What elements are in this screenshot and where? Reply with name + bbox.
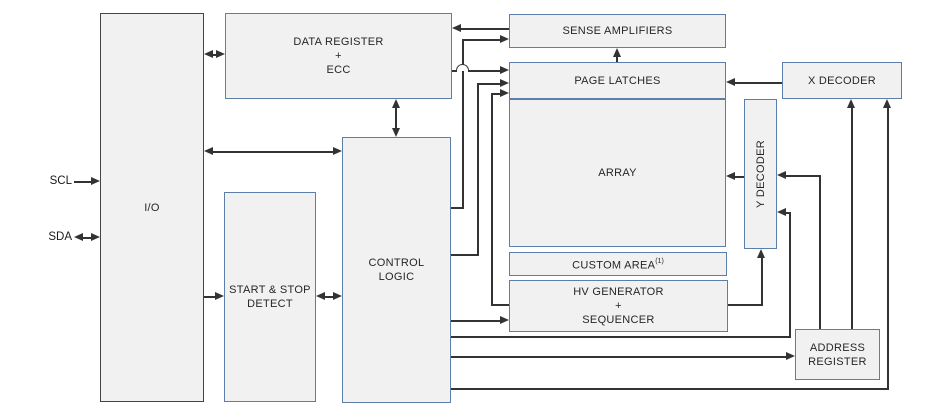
page-latches-label: PAGE LATCHES (574, 74, 661, 87)
arrowhead-ctrl-into-io (204, 147, 213, 155)
arrowhead-senseamp-into-datareg (452, 24, 461, 32)
connector-control-logic-hv-generator (451, 320, 501, 322)
block-address-register: ADDRESS REGISTER (795, 329, 880, 380)
arrowhead-ctrl-into-startstop (316, 292, 325, 300)
connector-x-decoder-page-latches (734, 82, 782, 84)
hv-generator-label-line2: + (615, 300, 622, 312)
block-start-stop-detect: START & STOP DETECT (224, 192, 316, 402)
arrowhead-startstop-into-ctrl (333, 292, 342, 300)
arrowhead-datareg-into-io (204, 50, 213, 58)
block-y-decoder: Y DECODER (744, 99, 777, 249)
hv-generator-label-line3: SEQUENCER (582, 314, 655, 326)
arrowhead-io-into-datareg (216, 50, 225, 58)
connector-sense-amplifiers-data-register (460, 28, 509, 30)
connector-ctrl-xdecoder-riser (887, 106, 889, 389)
line-jump-arc (456, 64, 469, 71)
connector-ctrl-senseamp-stub (451, 207, 463, 209)
io-label: I/O (144, 201, 160, 214)
data-register-label-line1: DATA REGISTER (293, 36, 384, 48)
connector-ctrl-ydecoder-riser (789, 212, 791, 337)
start-stop-detect-label-line2: DETECT (247, 298, 293, 310)
hv-generator-label-line1: HV GENERATOR (573, 286, 664, 298)
arrowhead-sda-out (74, 233, 83, 241)
connector-hvgen-pagelatches-stub (491, 304, 509, 306)
connector-io-start-stop (204, 296, 216, 298)
block-array: ARRAY (509, 99, 726, 247)
arrowhead-addrreg-into-xdecoder (847, 99, 855, 108)
arrowhead-sda-into-io (91, 233, 100, 241)
arrowhead-datareg-into-ctrl (392, 128, 400, 137)
connector-ctrl-pagelatches-stub (451, 254, 479, 256)
connector-sda-to-io (82, 237, 92, 239)
control-logic-label-line2: LOGIC (378, 271, 415, 283)
data-register-label-line2: + (335, 50, 342, 62)
start-stop-detect-label-line1: START & STOP (229, 284, 311, 296)
connector-io-data-register (212, 54, 217, 56)
arrowhead-ctrl-into-hvgen (500, 316, 509, 324)
sense-amplifiers-label: SENSE AMPLIFIERS (562, 25, 673, 37)
address-register-label-line1: ADDRESS (809, 341, 866, 354)
arrowhead-hvgen-into-pagelatches (500, 89, 509, 97)
connector-control-logic-address-register (451, 356, 787, 358)
arrowhead-addrreg-into-ydecoder (777, 171, 786, 179)
connector-hvgen-pagelatches-top (491, 93, 501, 95)
arrowhead-ctrl-into-datareg (392, 99, 400, 108)
signal-label-scl: SCL (49, 175, 72, 187)
connector-page-latches-sense-amplifiers (616, 56, 618, 62)
connector-scl-to-io (74, 181, 92, 183)
arrowhead-ctrl-into-pagelatches (500, 79, 509, 87)
connector-addrreg-xdecoder-riser (851, 106, 853, 329)
arrowhead-io-into-ctrl (333, 147, 342, 155)
address-register-label-line2: REGISTER (808, 355, 867, 368)
arrowhead-scl-into-io (91, 177, 100, 185)
control-logic-label-line1: CONTROL (368, 257, 425, 269)
array-label: ARRAY (598, 167, 637, 179)
block-hv-generator: HV GENERATOR + SEQUENCER (509, 280, 728, 332)
block-io: I/O (100, 13, 204, 402)
connector-hvgen-ydecoder-stub (728, 304, 763, 306)
connector-ctrl-senseamp-riser (462, 39, 464, 209)
block-custom-area: CUSTOM AREA(1) (509, 252, 727, 276)
x-decoder-label: X DECODER (807, 74, 877, 87)
connector-addrreg-ydecoder-riser (819, 175, 821, 329)
block-control-logic: CONTROL LOGIC (342, 137, 451, 403)
connector-hvgen-pagelatches-riser (491, 93, 493, 305)
connector-addrreg-ydecoder-top (785, 175, 820, 177)
block-sense-amplifiers: SENSE AMPLIFIERS (509, 14, 726, 48)
arrowhead-ctrl-into-xdecoder (883, 99, 891, 108)
arrowhead-ctrl-into-addrreg (786, 352, 795, 360)
arrowhead-ctrl-into-ydecoder (777, 208, 786, 216)
connector-ctrl-ydecoder-top (785, 212, 790, 214)
connector-hvgen-ydecoder-riser (761, 256, 763, 305)
connector-y-decoder-array (734, 176, 744, 178)
block-x-decoder: X DECODER (782, 62, 902, 99)
arrowhead-ydecoder-into-array (726, 172, 735, 180)
custom-area-footnote: (1) (655, 257, 664, 265)
connector-io-control-logic (212, 151, 334, 153)
connector-ctrl-pagelatches-riser (477, 83, 479, 255)
arrowhead-ctrl-into-senseamp (500, 35, 509, 43)
connector-data-register-control-logic (395, 107, 397, 129)
signal-label-sda: SDA (48, 231, 72, 243)
y-decoder-label: Y DECODER (754, 140, 767, 208)
arrowhead-io-into-startstop (215, 292, 224, 300)
connector-datareg-pagelatches-right (468, 70, 501, 72)
connector-ctrl-ydecoder-bottom (451, 336, 791, 338)
connector-start-stop-control-logic (324, 296, 334, 298)
block-data-register: DATA REGISTER + ECC (225, 13, 452, 99)
connector-datareg-pagelatches-left (452, 70, 457, 72)
arrowhead-pagelatches-into-senseamp (613, 48, 621, 57)
data-register-label-line3: ECC (326, 64, 351, 76)
block-page-latches: PAGE LATCHES (509, 62, 726, 99)
custom-area-label: CUSTOM AREA(1) (572, 257, 664, 272)
arrowhead-datareg-into-pagelatches (500, 66, 509, 74)
connector-ctrl-pagelatches-top (477, 83, 501, 85)
connector-ctrl-senseamp-top (462, 39, 501, 41)
connector-ctrl-xdecoder-bottom (451, 388, 889, 390)
arrowhead-hvgen-into-ydecoder (757, 249, 765, 258)
arrowhead-xdecoder-into-pagelatches (726, 78, 735, 86)
